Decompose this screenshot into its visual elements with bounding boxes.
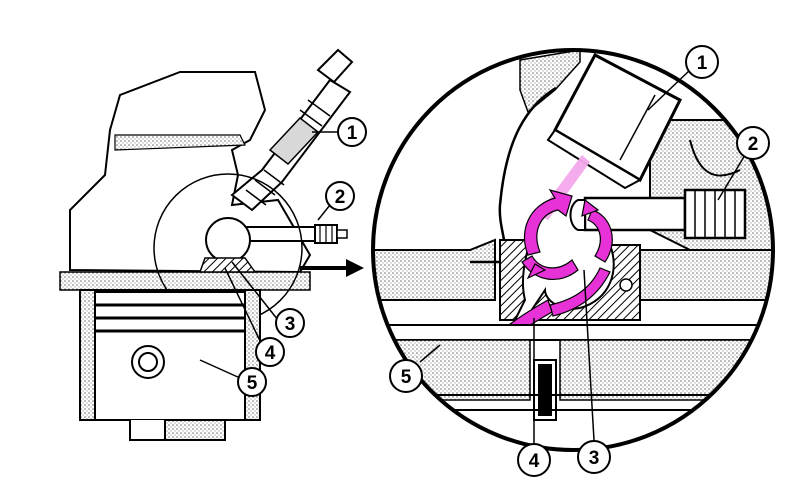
overview-callout-3: 3 — [275, 308, 305, 338]
detail-callout-4: 4 — [517, 443, 551, 477]
detail-leaders — [419, 69, 746, 444]
detail-callout-2: 2 — [736, 126, 770, 160]
detail-callout-3: 3 — [577, 440, 611, 474]
svg-text:2: 2 — [748, 134, 759, 155]
detail-callout-5: 5 — [389, 359, 423, 393]
svg-text:1: 1 — [697, 53, 708, 74]
overview-callout-2: 2 — [325, 181, 355, 211]
head-casting-stipple — [114, 134, 246, 151]
overview-leaders — [199, 131, 338, 379]
svg-text:4: 4 — [265, 343, 276, 364]
svg-text:2: 2 — [335, 187, 346, 208]
svg-text:5: 5 — [401, 367, 412, 388]
prechamber-insert-overview — [198, 257, 257, 273]
svg-text:3: 3 — [589, 448, 600, 469]
overview-callout-1: 1 — [337, 117, 367, 147]
overview-callout-4: 4 — [255, 337, 285, 367]
piston-overview — [79, 289, 261, 441]
piston-detail — [379, 324, 773, 341]
head-gasket — [59, 271, 311, 291]
prechamber-insert-detail — [499, 239, 641, 321]
svg-text:1: 1 — [347, 123, 358, 144]
detail-callout-1: 1 — [685, 45, 719, 79]
svg-text:5: 5 — [247, 373, 258, 394]
svg-text:4: 4 — [529, 451, 540, 472]
injector-overview — [230, 48, 354, 212]
prechamber-overview — [205, 217, 251, 263]
detail-stipple-left — [373, 238, 496, 301]
overview-callout-5: 5 — [237, 367, 267, 397]
magnified-detail — [371, 48, 775, 452]
injector-detail — [546, 52, 682, 190]
overview-engine-section — [59, 48, 354, 441]
svg-text:3: 3 — [285, 314, 296, 335]
magnifier-ring — [371, 48, 775, 452]
arrow-right-icon — [300, 259, 364, 277]
